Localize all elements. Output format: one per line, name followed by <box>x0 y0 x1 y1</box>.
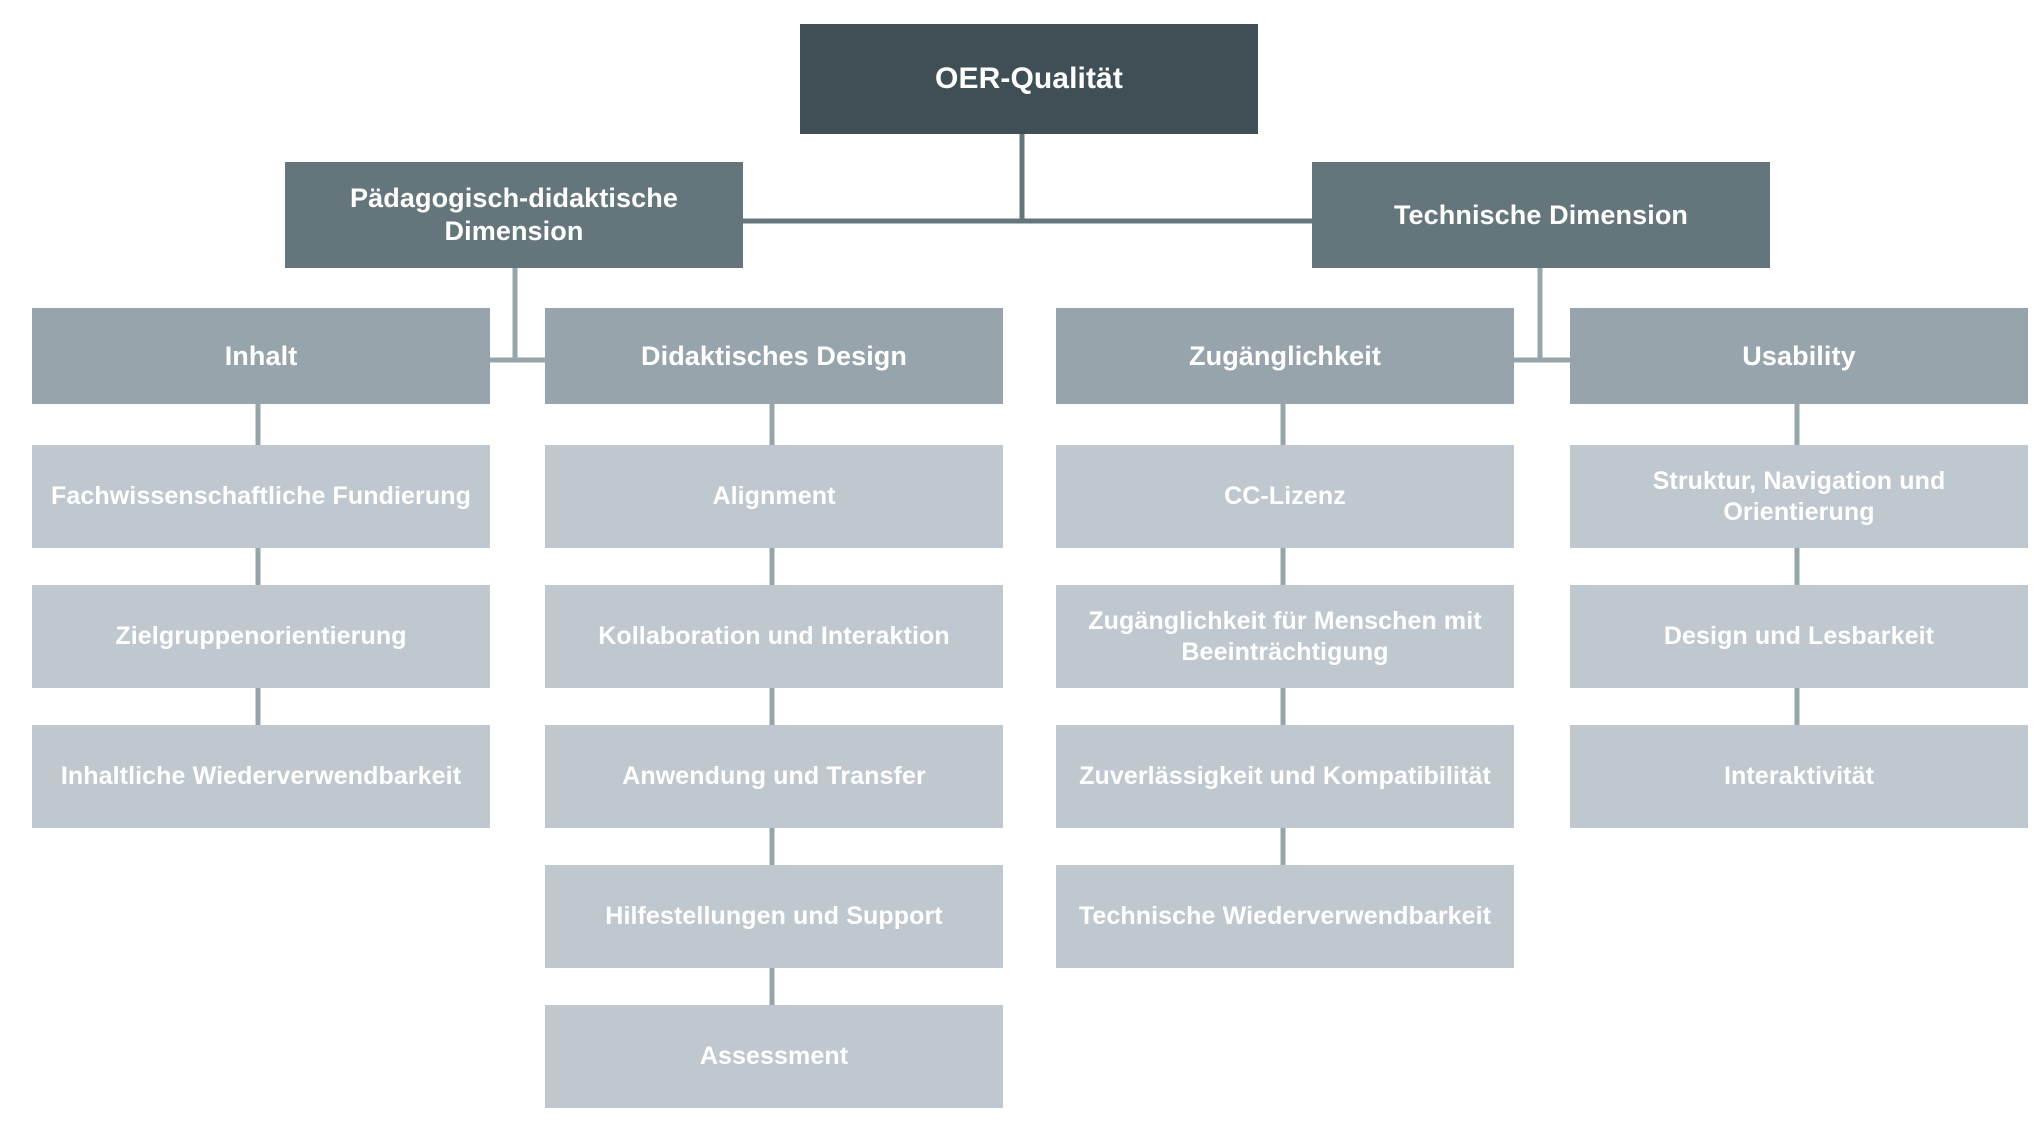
node-paedagogisch-didaktische-dimension[interactable]: Pädagogisch-didaktische Dimension <box>285 162 743 268</box>
node-label: Didaktisches Design <box>641 340 907 371</box>
node-struktur-navigation-und-orientierung[interactable]: Struktur, Navigation und Orientierung <box>1570 445 2028 548</box>
node-label: Inhalt <box>224 340 298 371</box>
node-label: Interaktivität <box>1723 762 1875 791</box>
node-assessment[interactable]: Assessment <box>545 1005 1003 1108</box>
node-didaktisches-design[interactable]: Didaktisches Design <box>545 308 1003 404</box>
node-label: Kollaboration und Interaktion <box>598 622 950 651</box>
node-alignment[interactable]: Alignment <box>545 445 1003 548</box>
node-usability[interactable]: Usability <box>1570 308 2028 404</box>
node-hilfestellungen-und-support[interactable]: Hilfestellungen und Support <box>545 865 1003 968</box>
node-label: Technische Wiederverwendbarkeit <box>1078 902 1492 931</box>
node-label: Anwendung und Transfer <box>622 762 926 791</box>
node-label: Usability <box>1742 340 1856 371</box>
node-label: Assessment <box>699 1042 849 1071</box>
node-inhalt[interactable]: Inhalt <box>32 308 490 404</box>
node-label: Pädagogisch-didaktische Dimension <box>350 183 678 246</box>
node-interaktivitaet[interactable]: Interaktivität <box>1570 725 2028 828</box>
node-label: Zielgruppenorientierung <box>115 622 407 651</box>
node-design-und-lesbarkeit[interactable]: Design und Lesbarkeit <box>1570 585 2028 688</box>
node-fachwissenschaftliche-fundierung[interactable]: Fachwissenschaftliche Fundierung <box>32 445 490 548</box>
node-zuverlaessigkeit-und-kompatibilitaet[interactable]: Zuverlässigkeit und Kompatibilität <box>1056 725 1514 828</box>
node-cc-lizenz[interactable]: CC-Lizenz <box>1056 445 1514 548</box>
node-label: Fachwissenschaftliche Fundierung <box>51 482 471 511</box>
node-inhaltliche-wiederverwendbarkeit[interactable]: Inhaltliche Wiederverwendbarkeit <box>32 725 490 828</box>
node-label: Technische Dimension <box>1393 199 1689 230</box>
node-kollaboration-und-interaktion[interactable]: Kollaboration und Interaktion <box>545 585 1003 688</box>
node-label: Inhaltliche Wiederverwendbarkeit <box>60 762 462 791</box>
node-oer-qualitaet[interactable]: OER-Qualität <box>800 24 1258 134</box>
node-technische-wiederverwendbarkeit[interactable]: Technische Wiederverwendbarkeit <box>1056 865 1514 968</box>
node-label: Zuverlässigkeit und Kompatibilität <box>1079 762 1491 791</box>
node-label: Struktur, Navigation und Orientierung <box>1652 467 1946 526</box>
node-zugaenglichkeit[interactable]: Zugänglichkeit <box>1056 308 1514 404</box>
node-label: Zugänglichkeit <box>1189 340 1381 371</box>
node-label: Design und Lesbarkeit <box>1663 622 1935 651</box>
node-label: Zugänglichkeit für Menschen mit Beeinträ… <box>1088 607 1482 666</box>
node-zielgruppenorientierung[interactable]: Zielgruppenorientierung <box>32 585 490 688</box>
node-label: OER-Qualität <box>935 61 1123 95</box>
node-label: Alignment <box>712 482 836 511</box>
node-zugaenglichkeit-fuer-menschen-mit-beeintraechtigung[interactable]: Zugänglichkeit für Menschen mit Beeinträ… <box>1056 585 1514 688</box>
node-label: CC-Lizenz <box>1224 482 1346 511</box>
node-label: Hilfestellungen und Support <box>605 902 943 931</box>
node-technische-dimension[interactable]: Technische Dimension <box>1312 162 1770 268</box>
node-anwendung-und-transfer[interactable]: Anwendung und Transfer <box>545 725 1003 828</box>
